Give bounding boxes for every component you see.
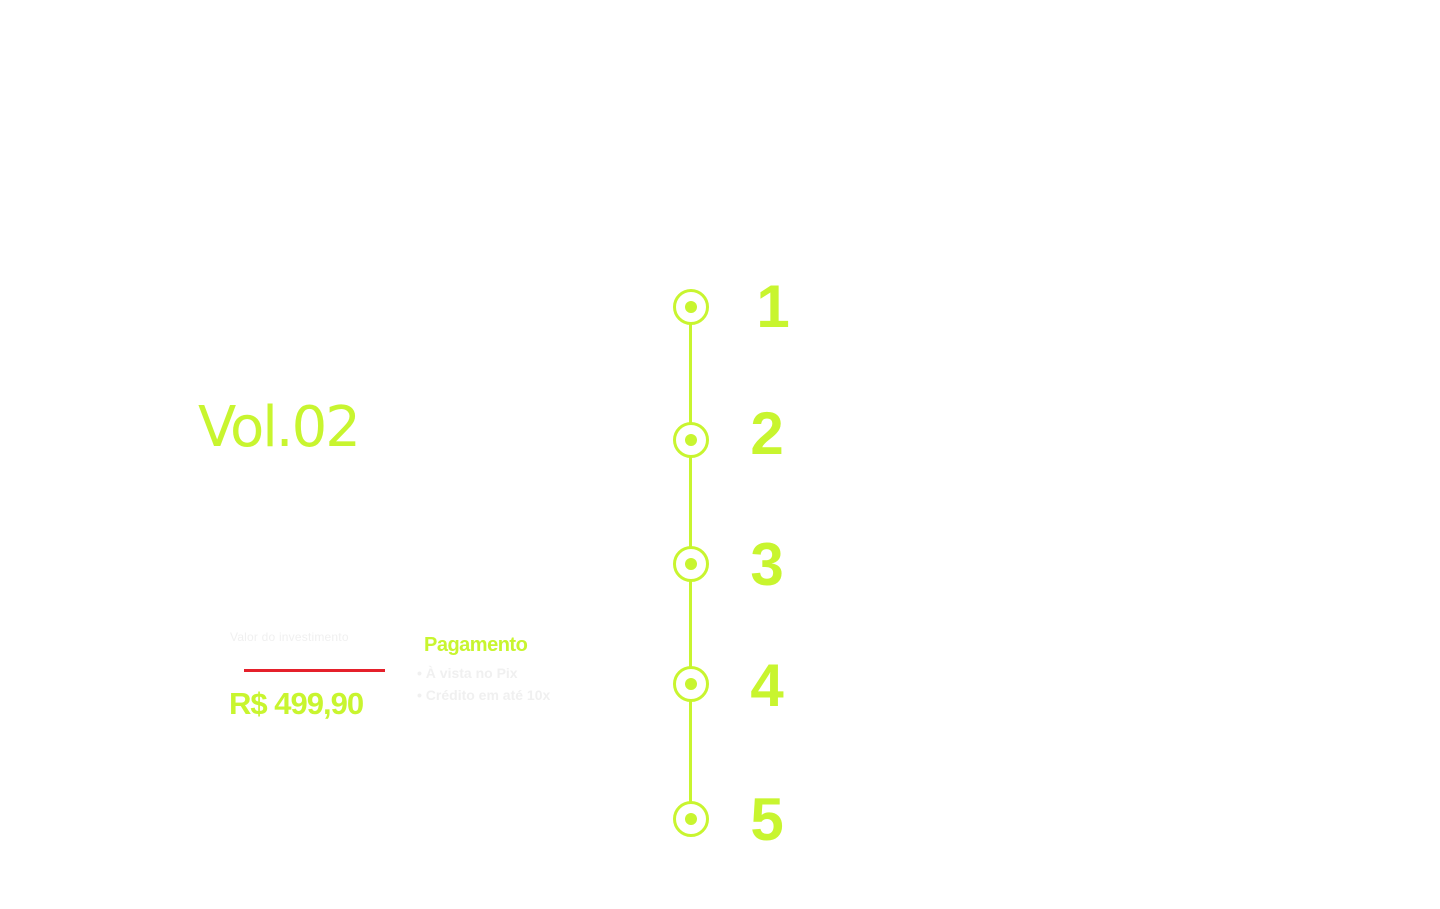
timeline-step-2: 2 (750, 400, 784, 467)
timeline-step-1: 1 (756, 273, 790, 340)
payment-option-credit: • Crédito em até 10x (417, 687, 551, 703)
price-value: R$ 499,90 (229, 686, 364, 721)
volume-title: Vol.02 (198, 395, 361, 460)
price-strike-line (244, 669, 385, 672)
timeline-node-3-icon (673, 546, 709, 582)
timeline-node-2-icon (673, 422, 709, 458)
timeline-node-1-icon (673, 289, 709, 325)
payment-option-pix: • À vista no Pix (417, 665, 518, 681)
timeline-step-4: 4 (750, 652, 784, 719)
investment-label: Valor do investimento (230, 630, 349, 644)
timeline-step-3: 3 (750, 531, 784, 598)
payment-title: Pagamento (424, 634, 528, 656)
timeline-node-5-icon (673, 801, 709, 837)
payment-options: • À vista no Pix • Crédito em até 10x (417, 664, 550, 708)
timeline-step-5: 5 (750, 786, 784, 853)
timeline-node-4-icon (673, 666, 709, 702)
